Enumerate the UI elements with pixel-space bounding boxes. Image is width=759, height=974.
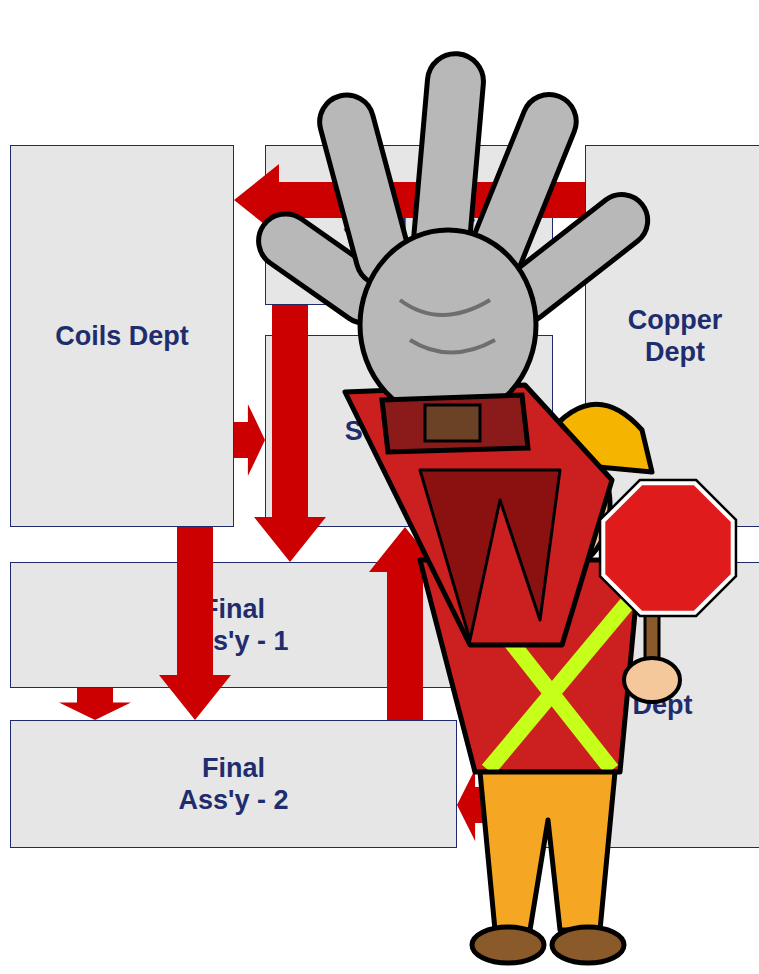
department-box: Coils Dept bbox=[10, 145, 234, 527]
department-box: Copper Dept bbox=[585, 145, 759, 527]
flow-arrow bbox=[457, 769, 490, 841]
department-box: Sub Ass'y bbox=[265, 335, 553, 527]
department-label: Final Ass'y - 2 bbox=[164, 752, 304, 817]
department-label: Tube Dept bbox=[563, 689, 693, 721]
guard-eye bbox=[560, 497, 580, 500]
department-box: Final Ass'y - 2 bbox=[10, 720, 457, 848]
department-box: Steel Dept bbox=[265, 145, 553, 305]
guard-shoe bbox=[472, 927, 544, 963]
flow-arrow bbox=[59, 688, 131, 720]
guard-mouth bbox=[560, 532, 588, 536]
department-label: Sub Ass'y bbox=[345, 415, 473, 447]
guard-shoe bbox=[552, 927, 624, 963]
flow-arrow bbox=[234, 404, 265, 476]
department-label: Coils Dept bbox=[55, 320, 189, 352]
department-label: Copper Dept bbox=[600, 304, 750, 369]
department-box: Tube Dept bbox=[490, 562, 759, 848]
